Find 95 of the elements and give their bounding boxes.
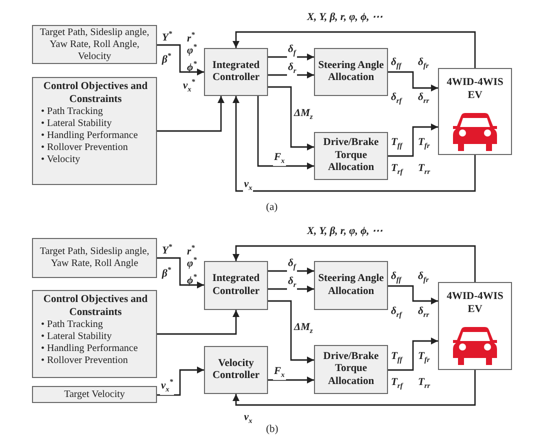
- signal-label: β$^{*}$: [162, 50, 172, 66]
- panel-label: (a): [266, 202, 278, 213]
- arrow: [157, 310, 240, 335]
- edge-label: X, Y, β, r, φ, ϕ, ⋯: [306, 226, 384, 237]
- arrow: [157, 96, 224, 132]
- list-item: • Handling Performance: [41, 343, 139, 355]
- signal-label: δ$_{fr}$: [418, 271, 429, 286]
- signal-label: T$_{ff}$: [391, 351, 402, 366]
- signal-label: T$_{rr}$: [418, 163, 430, 178]
- signal-label: δ$_{rf}$: [391, 92, 402, 106]
- controller-box: [204, 261, 268, 310]
- signal-label: ϕ$^{*}$: [187, 58, 197, 74]
- block-title: Integrated Controller: [211, 60, 261, 84]
- vehicle-box: [438, 68, 512, 155]
- block-title: Velocity Controller: [211, 358, 261, 382]
- signal-label: φ$^{*}$: [187, 254, 197, 270]
- list-item: • Path Tracking: [41, 106, 104, 118]
- list-item: • Handling Performance: [41, 130, 139, 142]
- block-title: 4WID-4WIS EV: [446, 77, 504, 102]
- controller-box: [204, 48, 268, 96]
- arrow: [268, 54, 314, 60]
- arrow: [157, 44, 204, 76]
- arrow: [268, 286, 314, 292]
- arrow: [268, 376, 314, 384]
- arrow: [157, 366, 204, 396]
- target-box: [32, 386, 157, 403]
- edge-label: F$_{x}$: [273, 366, 286, 380]
- signal-label: δ$_{ff}$: [391, 271, 402, 286]
- signal-label: δ$_{fr}$: [418, 57, 429, 72]
- edge-label: δ$_{r}$: [287, 276, 298, 290]
- objectives-box: [32, 77, 157, 185]
- block-title: Steering Angle Allocation: [317, 273, 385, 298]
- list-item: • Lateral Stability: [41, 118, 113, 130]
- signal-label: T$_{rf}$: [391, 163, 403, 178]
- allocation-box: [314, 48, 388, 96]
- block-title: Drive/Brake Torque Allocation: [322, 350, 380, 388]
- signal-label: δ$_{rr}$: [418, 92, 430, 106]
- edge-label: δ$_{f}$: [287, 44, 297, 58]
- edge-label: δ$_{f}$: [287, 258, 297, 272]
- signal-label: r$^{*}$: [187, 242, 195, 258]
- vehicle-box: [438, 282, 512, 370]
- block-title: 4WID-4WIS EV: [446, 291, 504, 316]
- objectives-box: [32, 290, 157, 378]
- signal-label: T$_{rr}$: [418, 377, 430, 392]
- edge-label: δ$_{r}$: [287, 62, 298, 76]
- heading: Control Objectives and Constraints: [42, 294, 149, 319]
- block-text: Target Velocity: [63, 388, 126, 400]
- signal-label: T$_{fr}$: [418, 351, 430, 366]
- arrow: [257, 96, 314, 170]
- allocation-box: [314, 261, 388, 310]
- signal-label: δ$_{ff}$: [391, 57, 402, 72]
- list-item: • Rollover Prevention: [41, 142, 129, 154]
- signal-label: φ$^{*}$: [187, 42, 197, 56]
- target-box: [32, 25, 157, 64]
- arrow: [268, 86, 314, 150]
- list-item: • Lateral Stability: [41, 331, 113, 343]
- block-text: Target Path, Sideslip angle, Yaw Rate, Roll Angle, Velocity: [38, 26, 150, 62]
- list-item: • Path Tracking: [41, 319, 104, 331]
- arrow: [157, 257, 204, 288]
- arrow: [232, 96, 476, 192]
- arrow: [232, 370, 476, 406]
- controller-box: [204, 346, 268, 394]
- arrow: [232, 31, 476, 68]
- signal-label: β$^{*}$: [162, 264, 172, 280]
- signal-label: T$_{ff}$: [391, 137, 402, 152]
- panel-label: (b): [266, 424, 278, 435]
- signal-label: Y$^{*}$: [162, 241, 172, 256]
- signal-label: Y$^{*}$: [162, 28, 172, 44]
- block-title: Drive/Brake Torque Allocation: [322, 137, 380, 175]
- edge-label: X, Y, β, r, φ, ϕ, ⋯: [306, 12, 384, 23]
- allocation-box: [314, 345, 388, 394]
- arrow: [388, 124, 438, 157]
- allocation-box: [314, 132, 388, 180]
- block-text: Target Path, Sideslip angle, Yaw Rate, Roll Angle: [38, 246, 150, 270]
- signal-label: r$^{*}$: [187, 29, 195, 44]
- arrow: [388, 285, 438, 304]
- arrow: [388, 338, 438, 371]
- signal-label: δ$_{rr}$: [418, 306, 430, 320]
- edge-label: F$_{x}$: [273, 152, 286, 166]
- list-item: • Rollover Prevention: [41, 355, 129, 367]
- heading: Control Objectives and Constraints: [42, 81, 149, 106]
- list-item: • Velocity: [41, 154, 82, 166]
- signal-label: T$_{fr}$: [418, 137, 430, 152]
- signal-label: δ$_{rf}$: [391, 306, 402, 320]
- arrow: [268, 268, 314, 274]
- signal-label: ϕ$^{*}$: [187, 271, 197, 286]
- target-box: [32, 238, 157, 278]
- signal-label: T$_{rf}$: [391, 377, 403, 392]
- block-title: Integrated Controller: [211, 273, 261, 298]
- arrow: [232, 245, 476, 282]
- arrow: [268, 72, 314, 78]
- block-title: Steering Angle Allocation: [317, 60, 385, 84]
- arrow: [388, 71, 438, 92]
- edge-label: v$_{x}$: [243, 179, 254, 194]
- arrow: [268, 300, 314, 364]
